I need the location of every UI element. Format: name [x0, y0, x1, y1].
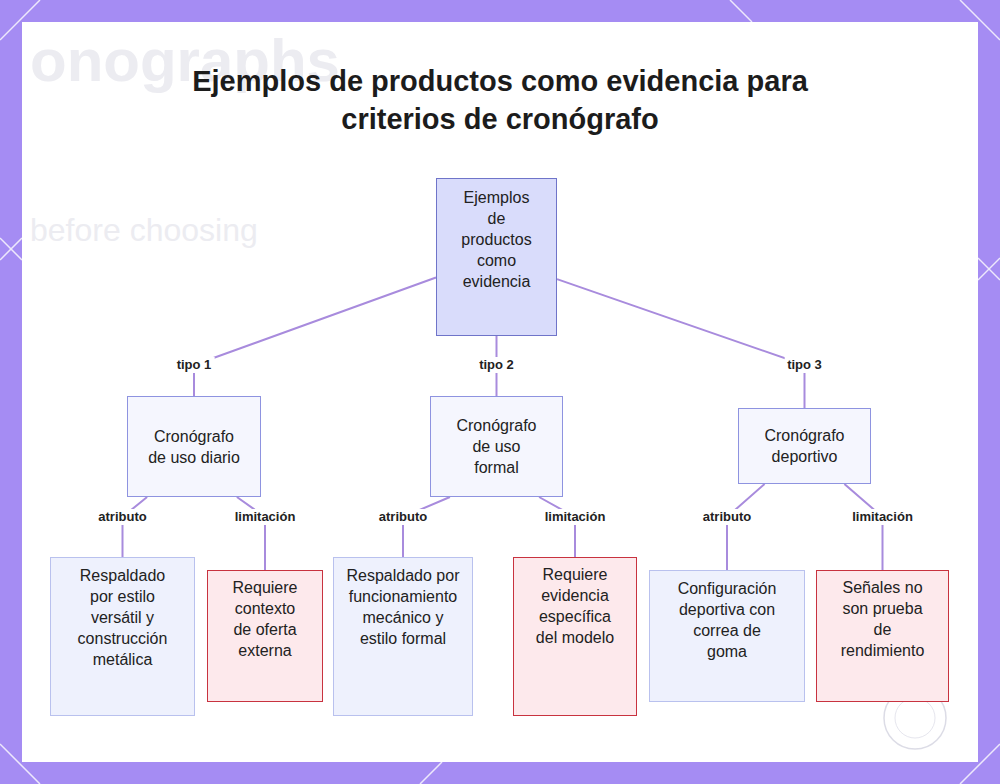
- node-text: Ejemplos de productos como evidencia: [457, 187, 537, 292]
- edge-label: tipo 1: [174, 357, 215, 373]
- diagram-title: Ejemplos de productos como evidencia par…: [150, 62, 850, 138]
- connector-line: [727, 484, 765, 570]
- logo-mark: [895, 698, 935, 738]
- limitation-box: Requiere evidencia específica del modelo: [513, 557, 637, 716]
- connector-line: [844, 484, 882, 570]
- node-text: Requiere contexto de oferta externa: [224, 577, 306, 661]
- connector-line: [539, 497, 575, 557]
- attribute-box: Respaldado por estilo versátil y constru…: [50, 557, 195, 716]
- node-text: Señales no son prueba de rendimiento: [835, 577, 931, 661]
- panel: onographsbefore choosingEjemplos de prod…: [22, 22, 978, 762]
- node-text: Cronógrafo de uso formal: [449, 415, 544, 478]
- root-box: Ejemplos de productos como evidencia: [436, 178, 557, 336]
- connector-line: [123, 497, 148, 557]
- edge-label: limitación: [542, 509, 609, 525]
- edge-label: tipo 2: [476, 357, 517, 373]
- watermark-text: before choosing: [30, 212, 258, 249]
- edge-label: limitación: [849, 509, 916, 525]
- attribute-box: Configuración deportiva con correa de go…: [649, 570, 805, 702]
- node-text: Respaldado por estilo versátil y constru…: [70, 565, 175, 670]
- node-text: Respaldado por funcionamiento mecánico y…: [346, 565, 460, 649]
- node-text: Requiere evidencia específica del modelo: [534, 564, 616, 648]
- edge-label: limitación: [232, 509, 299, 525]
- edge-label: atributo: [376, 509, 430, 525]
- connector-line: [557, 279, 805, 408]
- node-text: Configuración deportiva con correa de go…: [672, 578, 782, 662]
- node-text: Cronógrafo de uso diario: [147, 426, 242, 468]
- connector-line: [237, 497, 265, 570]
- edge-label: atributo: [95, 509, 149, 525]
- category-box: Cronógrafo deportivo: [738, 408, 871, 484]
- edge-label: tipo 3: [784, 357, 825, 373]
- connector-line: [194, 278, 436, 396]
- category-box: Cronógrafo de uso diario: [127, 396, 261, 497]
- limitation-box: Requiere contexto de oferta externa: [207, 570, 323, 702]
- limitation-box: Señales no son prueba de rendimiento: [816, 570, 949, 702]
- edge-label: atributo: [700, 509, 754, 525]
- connector-line: [403, 497, 450, 557]
- attribute-box: Respaldado por funcionamiento mecánico y…: [333, 557, 473, 716]
- category-box: Cronógrafo de uso formal: [430, 396, 563, 497]
- node-text: Cronógrafo deportivo: [750, 425, 860, 467]
